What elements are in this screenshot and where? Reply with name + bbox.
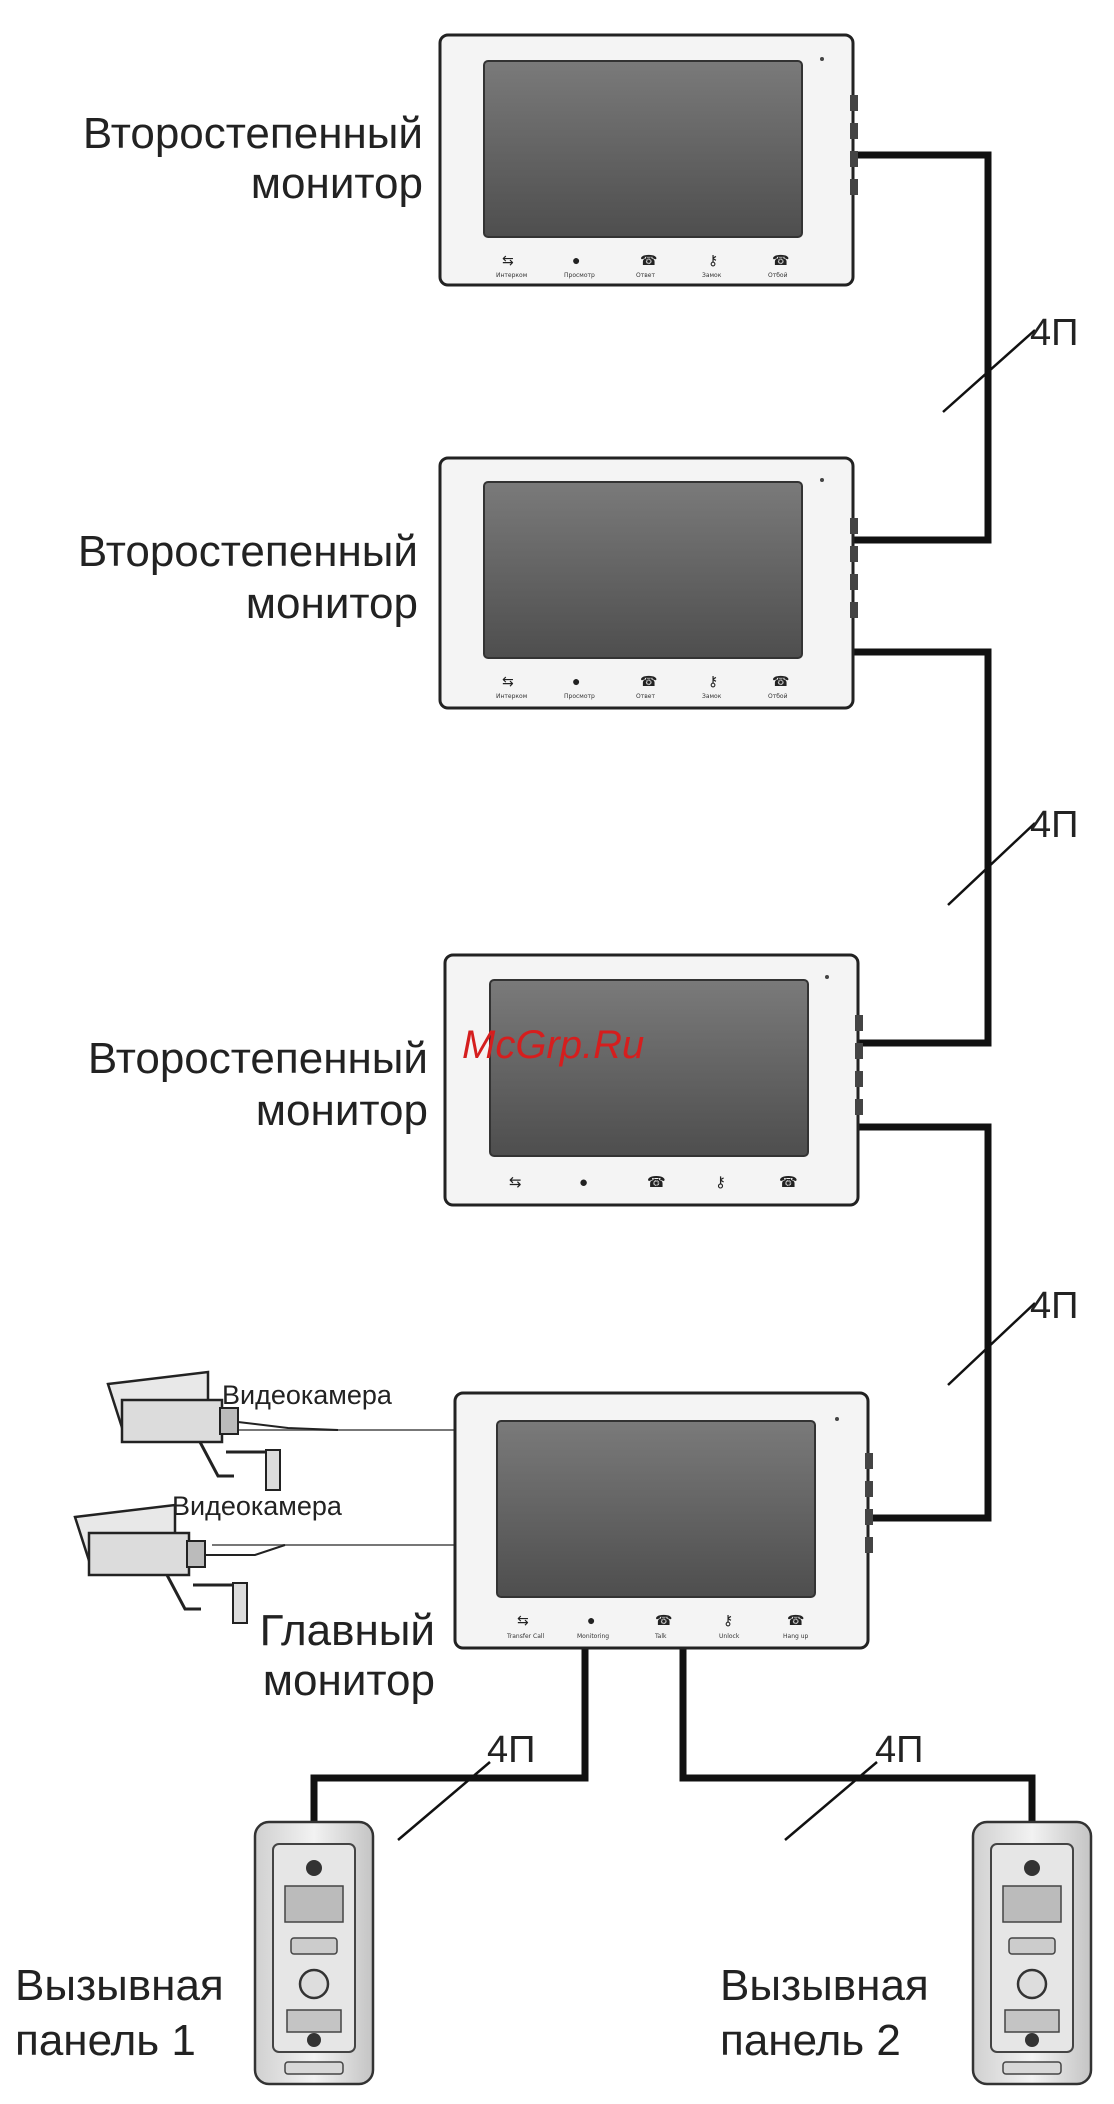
button-label-monitoring: Monitoring xyxy=(577,1633,609,1640)
secondary-monitor-3-label-line1: Второстепенный xyxy=(88,1034,428,1083)
cable-mark-3 xyxy=(947,1302,1036,1386)
unlock-key-icon: ⚷ xyxy=(708,673,718,689)
cable-monitor3-main xyxy=(858,1123,992,1522)
answer-phone-icon: ☎ xyxy=(640,252,657,268)
monitor-user-icon: ● xyxy=(587,1612,595,1628)
answer-phone-icon: ☎ xyxy=(647,1174,666,1191)
cable-mark-4 xyxy=(397,1761,491,1841)
call-panel-1-label-line2: панель 1 xyxy=(15,2016,196,2065)
answer-phone-icon: ☎ xyxy=(640,673,657,689)
cable-label-2: 4П xyxy=(1030,804,1078,846)
secondary-monitor-2-label-line2: монитор xyxy=(246,579,418,628)
cable-label-1: 4П xyxy=(1030,312,1078,354)
main-monitor-label-line2: монитор xyxy=(263,1656,435,1705)
cable-main-panel2 xyxy=(679,1648,1036,1822)
button-label-intercom: Интерком xyxy=(496,272,527,279)
secondary-monitor-2: ⇆ ● ☎ ⚷ ☎ Интерком Просмотр Ответ Замок … xyxy=(438,456,858,710)
call-panel-1-label-line1: Вызывная xyxy=(15,1961,224,2010)
unlock-key-icon: ⚷ xyxy=(715,1174,726,1191)
button-label-intercom: Интерком xyxy=(496,693,527,700)
hangup-phone-icon: ☎ xyxy=(772,252,789,268)
hangup-phone-icon: ☎ xyxy=(787,1612,804,1628)
monitor-user-icon: ● xyxy=(572,252,580,268)
button-label-hangup: Hang up xyxy=(783,1633,809,1640)
call-panel-2-label-line1: Вызывная xyxy=(720,1961,929,2010)
secondary-monitor-1-label-line1: Второстепенный xyxy=(83,109,423,158)
hangup-phone-icon: ☎ xyxy=(779,1174,798,1191)
button-label-hangup: Отбой xyxy=(768,272,788,279)
cable-main-panel1 xyxy=(310,1648,589,1822)
secondary-monitor-3: ⇆ ● ☎ ⚷ ☎ xyxy=(443,953,863,1207)
call-panel-2-label-line2: панель 2 xyxy=(720,2016,901,2065)
watermark: McGrp.Ru xyxy=(462,1023,644,1067)
monitor-user-icon: ● xyxy=(579,1174,588,1191)
monitor-user-icon: ● xyxy=(572,673,580,689)
button-label-hangup: Отбой xyxy=(768,693,788,700)
intercom-icon: ⇆ xyxy=(502,673,514,689)
cable-label-3: 4П xyxy=(1030,1285,1078,1327)
cable-mark-5 xyxy=(784,1761,878,1841)
button-label-unlock: Unlock xyxy=(719,1633,740,1640)
camera-1-label: Видеокамера xyxy=(222,1380,393,1410)
video-camera-2 xyxy=(73,1503,286,1624)
video-camera-1 xyxy=(106,1370,339,1491)
call-panel-1 xyxy=(253,1820,375,2086)
unlock-key-icon: ⚷ xyxy=(723,1612,733,1628)
button-label-answer: Ответ xyxy=(636,693,655,700)
button-label-answer: Ответ xyxy=(636,272,655,279)
main-monitor: ⇆ ● ☎ ⚷ ☎ Transfer Call Monitoring Talk … xyxy=(453,1391,873,1650)
secondary-monitor-3-label-line2: монитор xyxy=(256,1086,428,1135)
button-label-monitor: Просмотр xyxy=(564,272,595,279)
main-monitor-label-line1: Главный xyxy=(260,1606,435,1655)
button-label-transfer: Transfer Call xyxy=(506,1633,545,1640)
secondary-monitor-1-label-line2: монитор xyxy=(251,159,423,208)
unlock-key-icon: ⚷ xyxy=(708,252,718,268)
camera-2-label: Видеокамера xyxy=(172,1491,343,1521)
button-label-unlock: Замок xyxy=(702,693,722,700)
secondary-monitor-2-label-line1: Второстепенный xyxy=(78,527,418,576)
button-label-monitor: Просмотр xyxy=(564,693,595,700)
cable-mark-1 xyxy=(942,329,1036,413)
hangup-phone-icon: ☎ xyxy=(772,673,789,689)
cable-monitor1-monitor2 xyxy=(853,151,992,544)
secondary-monitor-1: ⇆ ● ☎ ⚷ ☎ Интерком Просмотр Ответ Замок … xyxy=(438,33,858,287)
answer-phone-icon: ☎ xyxy=(655,1612,672,1628)
cable-mark-2 xyxy=(947,822,1036,906)
cable-label-4: 4П xyxy=(487,1729,535,1771)
button-label-unlock: Замок xyxy=(702,272,722,279)
button-label-talk: Talk xyxy=(654,1633,667,1640)
cable-label-5: 4П xyxy=(875,1729,923,1771)
intercom-icon: ⇆ xyxy=(517,1612,529,1628)
intercom-icon: ⇆ xyxy=(509,1174,522,1191)
cable-monitor2-monitor3 xyxy=(853,648,992,1047)
call-panel-2 xyxy=(971,1820,1093,2086)
intercom-icon: ⇆ xyxy=(502,252,514,268)
